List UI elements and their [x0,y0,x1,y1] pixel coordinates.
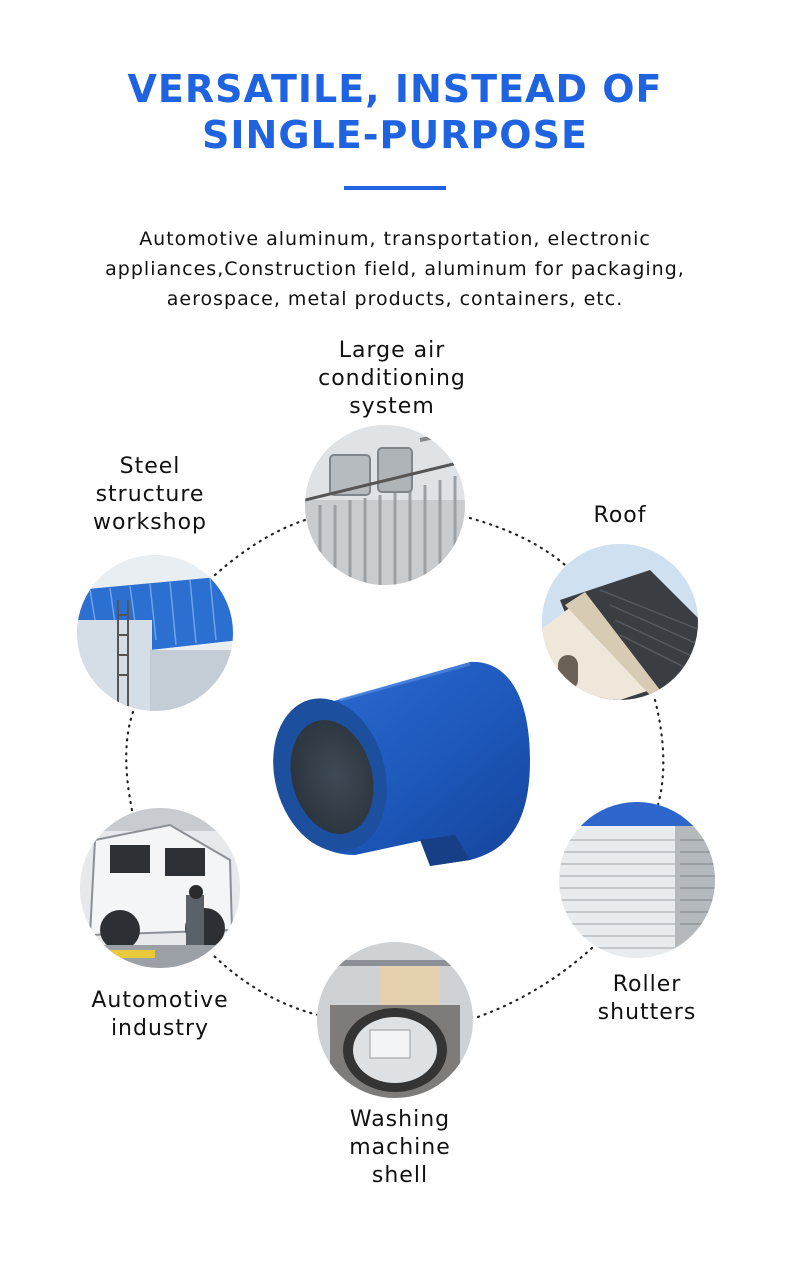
description-line-3: aerospace, metal products, containers, e… [166,288,624,310]
label-roller-shutters: Roller shutters [597,972,697,1025]
dotted-ring [125,516,665,1020]
color-coated-coil [273,661,530,866]
roller-shutters-image [559,802,715,958]
description-line-1: Automotive aluminum, transportation, ele… [139,228,651,250]
label-air-conditioning: Large air conditioning system [318,338,466,419]
air-conditioning-image [305,425,465,585]
title-line-1: VERSATILE, INSTEAD OF [127,67,663,111]
automotive-image [80,808,240,968]
label-automotive: Automotive industry [91,988,229,1041]
label-roof: Roof [593,503,647,528]
page-title: VERSATILE, INSTEAD OF SINGLE-PURPOSE [0,66,790,158]
title-underline [344,186,446,190]
washing-machine-image [317,942,473,1098]
roof-image [542,544,698,700]
description-line-2: appliances,Construction field, aluminum … [105,258,685,280]
description: Automotive aluminum, transportation, ele… [40,224,750,314]
title-line-2: SINGLE-PURPOSE [202,113,588,157]
steel-structure-image [77,555,233,711]
label-steel-structure: Steel structure workshop [92,454,208,535]
label-washing-machine: Washing machine shell [349,1107,451,1188]
